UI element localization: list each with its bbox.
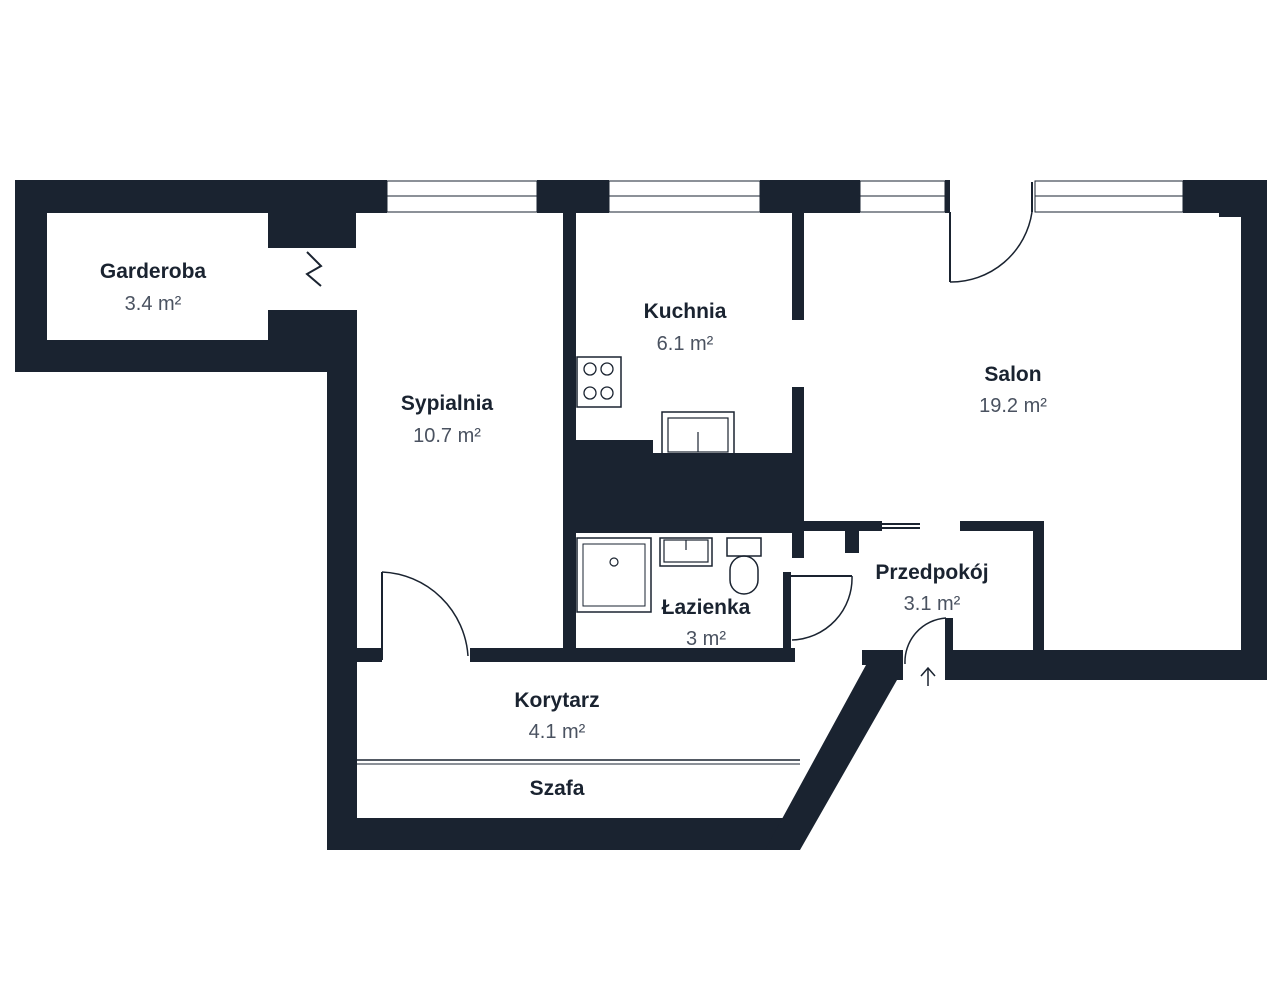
kitchen-sink-icon [661,411,735,455]
room-name-korytarz: Korytarz [514,689,599,712]
room-label-garderoba: Garderoba 3.4 m² [100,260,207,315]
room-area-kuchnia: 6.1 m² [657,333,714,355]
windows [386,180,1184,213]
toilet-icon [726,537,762,595]
room-label-kuchnia: Kuchnia 6.1 m² [644,300,727,355]
walls-exterior [327,180,1267,850]
room-label-lazienka: Łazienka 3 m² [662,596,751,650]
walls-garderoba [15,180,385,372]
bathroom-sink-icon [659,537,713,567]
door-sypialnia [381,571,469,660]
room-label-korytarz: Korytarz 4.1 m² [514,689,599,743]
room-name-kuchnia: Kuchnia [644,300,727,323]
room-area-korytarz: 4.1 m² [529,721,586,743]
room-name-lazienka: Łazienka [662,596,751,619]
room-label-przedpokoj: Przedpokój 3.1 m² [875,561,988,615]
room-label-salon: Salon 19.2 m² [979,363,1047,417]
folding-door-garderoba [305,251,323,287]
walls-interior [356,210,1044,680]
room-label-szafa: Szafa [530,777,585,800]
room-name-salon: Salon [984,363,1041,386]
sliding-door-salon [882,523,920,529]
door-entrance [904,617,947,680]
room-name-szafa: Szafa [530,777,585,800]
door-salon-balcony [949,182,1033,283]
door-lazienka [791,575,853,641]
stove-icon [576,356,622,408]
room-name-garderoba: Garderoba [100,260,207,283]
room-area-sypialnia: 10.7 m² [413,425,481,447]
room-area-lazienka: 3 m² [686,628,726,650]
room-label-sypialnia: Sypialnia 10.7 m² [401,392,494,447]
room-area-salon: 19.2 m² [979,395,1047,417]
room-area-garderoba: 3.4 m² [125,293,182,315]
shower-icon [576,537,652,613]
room-name-sypialnia: Sypialnia [401,392,494,415]
room-name-przedpokoj: Przedpokój [875,561,988,584]
room-area-przedpokoj: 3.1 m² [904,593,961,615]
entrance-arrow-icon [920,666,936,686]
wardrobe-szafa [356,759,800,765]
